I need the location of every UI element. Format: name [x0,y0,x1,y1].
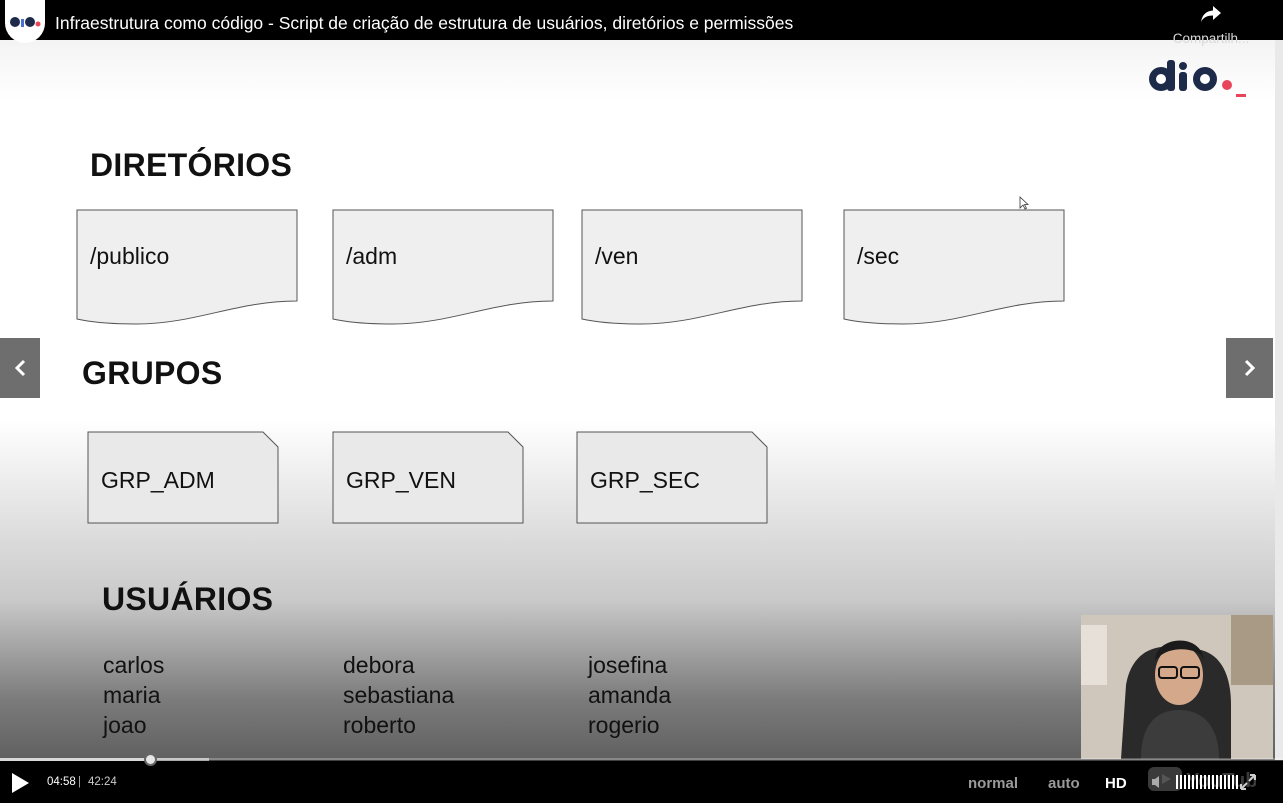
volume-icon[interactable] [1150,774,1166,795]
groups-heading: GRUPOS [82,355,223,391]
chevron-left-icon [14,359,26,377]
directory-label: /publico [90,243,170,269]
user-name: amanda [588,682,672,708]
directories-heading: DIRETÓRIOS [90,147,293,183]
slide-scroll-strip [1275,40,1283,760]
users-column: carlos maria joao [103,650,164,740]
user-name: rogerio [588,712,660,738]
user-name: maria [103,682,161,708]
cursor-icon [1019,196,1030,215]
directory-card: /adm [332,209,554,327]
users-column: josefina amanda rogerio [588,650,671,740]
progress-played [0,758,151,761]
share-label: Compartilh... [1172,31,1250,46]
quality-button[interactable]: auto [1048,775,1080,792]
group-label: GRP_SEC [590,467,700,493]
dio-logo [1147,58,1247,105]
svg-text:YouTube: YouTube [1186,770,1256,792]
playback-speed-button[interactable]: normal [968,775,1019,792]
fullscreen-icon [1240,774,1256,790]
directory-card: /sec [843,209,1065,327]
video-title[interactable]: Infraestrutura como código - Script de c… [55,13,794,33]
total-time: 42:24 [88,776,117,788]
time-separator: | [78,776,81,788]
user-name: josefina [588,652,668,678]
group-card: GRP_SEC [576,431,768,525]
users-column: debora sebastiana roberto [343,650,454,740]
previous-slide-button[interactable] [0,338,40,398]
group-card: GRP_VEN [332,431,524,525]
progress-track[interactable] [0,758,1283,761]
share-arrow-icon [1201,6,1221,22]
progress-scrubber[interactable] [144,753,158,766]
current-time: 04:58 [47,776,76,788]
directory-label: /ven [595,243,639,269]
next-slide-button[interactable] [1226,338,1273,398]
directory-label: /adm [346,243,398,269]
share-button[interactable]: Compartilh... [1169,4,1253,52]
video-title-bar: Infraestrutura como código - Script de c… [0,0,1283,46]
directory-card: /publico [76,209,298,327]
user-name: roberto [343,712,416,738]
volume-slider[interactable] [1176,775,1238,789]
directory-card: /ven [581,209,803,327]
player-controls [0,760,1283,803]
user-name: debora [343,652,415,678]
presenter-webcam [1081,615,1273,759]
directory-label: /sec [857,243,900,269]
group-card: GRP_ADM [87,431,279,525]
presentation-slide: DIRETÓRIOS /publico /adm /ven /sec GRUPO… [0,0,1283,760]
user-name: sebastiana [343,682,455,708]
users-heading: USUÁRIOS [102,581,274,617]
fullscreen-button[interactable] [1238,772,1258,792]
user-name: joao [103,712,147,738]
play-button[interactable] [8,771,32,795]
dio-avatar-icon [10,16,41,27]
group-label: GRP_VEN [346,467,456,493]
play-icon [12,773,29,793]
chevron-right-icon [1244,359,1255,377]
channel-avatar[interactable] [5,0,45,43]
hd-toggle[interactable]: HD [1105,775,1127,792]
group-label: GRP_ADM [101,467,215,493]
user-name: carlos [103,652,165,678]
